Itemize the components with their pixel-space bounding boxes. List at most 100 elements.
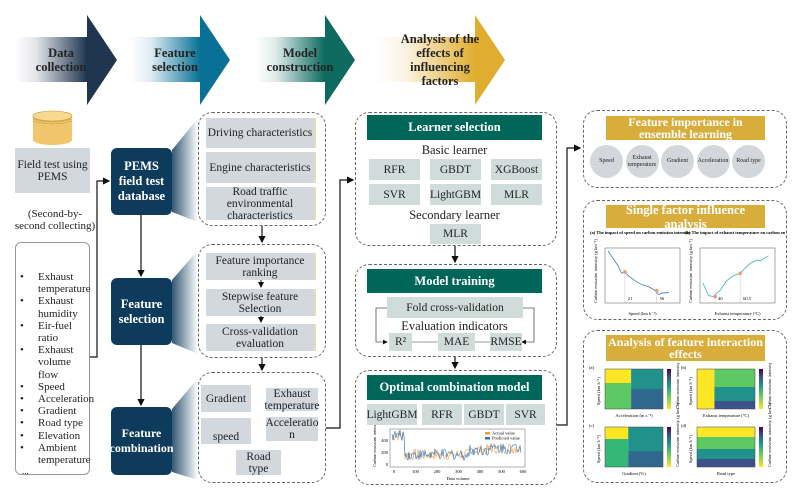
raw-feature-list: Exhaust temperatureExhaust humidityEir-f… xyxy=(15,242,94,476)
combo-feature: Gradient xyxy=(201,385,251,412)
raw-feature-item: Exhaust humidity xyxy=(16,295,89,319)
marker-point xyxy=(654,288,659,293)
stage-arrow-head xyxy=(325,15,355,105)
marker-label: 21 xyxy=(628,296,633,301)
factor-gradient: Gradient xyxy=(661,145,694,178)
x-axis-label: Road type xyxy=(717,471,735,476)
basic-learner-lightgbm: LightGBM xyxy=(430,184,481,205)
indicator-mae: MAE xyxy=(438,333,475,351)
stage-arrow: Model construction xyxy=(255,15,355,105)
heatmap-region xyxy=(605,427,629,439)
x-axis-label: Data volume xyxy=(446,476,469,481)
interaction-group xyxy=(583,330,787,483)
basic-learner-rfr: RFR xyxy=(369,159,420,180)
characteristic-item: Driving characteristics xyxy=(206,118,316,148)
optimal-model-rfr: RFR xyxy=(422,404,462,425)
heatmap-region xyxy=(605,383,632,409)
combination-group xyxy=(198,372,326,483)
basic-learner-xgboost: XGBoost xyxy=(491,159,542,180)
stage-arrow-body xyxy=(255,37,325,82)
marker-label: 60.5 xyxy=(743,296,752,301)
factor-exhaust-temperature: Exhaust temperature xyxy=(625,145,659,178)
heatmap-region xyxy=(697,437,755,449)
heatmap-region xyxy=(714,401,755,409)
plot-frame xyxy=(699,247,776,304)
colorbar xyxy=(759,427,763,467)
feature-combination-step: Feature combination xyxy=(110,407,174,475)
stage-arrow-head xyxy=(200,15,230,105)
marker-label: 56 xyxy=(660,296,665,301)
factor-label: Exhaust temperature xyxy=(627,155,657,168)
basic-learner-svr: SVR xyxy=(369,184,420,205)
importance-group xyxy=(583,110,787,188)
x-axis-label: Speed (km h⁻¹) xyxy=(629,311,657,316)
raw-feature-item: Speed xyxy=(16,381,89,393)
series-line xyxy=(391,429,522,462)
feature-selection-label: Feature selection xyxy=(118,296,165,326)
selection-step: Stepwise feature Selection xyxy=(206,289,316,316)
x-tick: 100 xyxy=(412,469,420,474)
heatmap-region xyxy=(628,427,663,451)
interaction-header: Analysis of feature interaction effects xyxy=(606,335,765,361)
basic-learner-gbdt: GBDT xyxy=(430,159,481,180)
factor-speed: Speed xyxy=(590,145,623,178)
feature-selection-step: Feature selection xyxy=(111,278,172,345)
x-tick: 600 xyxy=(520,469,528,474)
panel-tag: (b) xyxy=(681,365,687,370)
heatmap-region xyxy=(697,449,755,459)
stage-label: Feature selection xyxy=(152,46,198,74)
heatmap-region xyxy=(631,389,663,409)
database-cylinder-icon xyxy=(32,110,73,145)
panel-tag: (d) xyxy=(681,423,687,428)
heatmap-region xyxy=(631,369,663,389)
factor-label: Gradient xyxy=(667,158,688,165)
single-factor-plots: (a) The impact of speed on carbon emissi… xyxy=(590,230,785,316)
stage-arrow-body xyxy=(375,37,475,82)
y-axis-label: Carbon emission intensity (g km⁻¹) xyxy=(372,425,377,467)
learner-selection-header: Learner selection xyxy=(367,115,542,140)
model-training-group xyxy=(355,264,557,357)
raw-feature-item: Eir-fuel ratio xyxy=(16,320,89,344)
colorbar xyxy=(759,369,763,409)
legend-label: Actual value xyxy=(492,431,515,436)
stage-label: Analysis of the effects of influencing f… xyxy=(400,32,480,88)
interaction-heatmaps: (a)Carbon emission intensity (g km⁻¹)Acc… xyxy=(589,363,772,476)
x-tick: 0 xyxy=(393,469,396,474)
stage-arrow-head xyxy=(87,15,117,105)
plot-title: (b) The impact of exhaust temperature on… xyxy=(685,230,785,235)
optimal-model-header: Optimal combination model xyxy=(367,375,542,400)
selection-step: Cross-validation evaluation xyxy=(206,324,316,351)
funnel-1 xyxy=(172,118,198,222)
heatmap-frame xyxy=(696,368,756,410)
stage-arrow: Data collection xyxy=(15,15,117,105)
optimal-model-group xyxy=(355,370,557,485)
characteristic-item: Road traffic environmental characteristi… xyxy=(206,186,316,222)
stage-label: Data collection xyxy=(35,46,87,74)
factor-label: Acceleration xyxy=(697,158,729,165)
heatmap-region xyxy=(628,451,663,467)
y-axis-label: Carbon emission intensity (g km⁻¹) xyxy=(593,239,598,303)
heatmap-region xyxy=(605,439,629,467)
heatmap-frame xyxy=(604,368,664,410)
y-tick: 0 xyxy=(386,462,389,467)
stage-arrow-body xyxy=(130,37,200,82)
factor-road-type: Road type xyxy=(732,145,765,178)
secondary-learner-mlr: MLR xyxy=(430,224,481,244)
panel-tag: (a) xyxy=(589,365,594,370)
x-tick: 300 xyxy=(455,469,463,474)
combo-feature: speed xyxy=(201,418,251,444)
x-tick: 200 xyxy=(434,469,442,474)
stage-arrow-body xyxy=(15,37,87,82)
heatmap-frame xyxy=(696,426,756,468)
colorbar-label: Carbon emission intensity (g km⁻¹) xyxy=(767,403,772,467)
characteristic-item: Engine characteristics xyxy=(206,152,316,183)
collecting-note: (Second-by-second collecting) xyxy=(14,208,96,232)
panel-tag: (c) xyxy=(589,423,594,428)
legend-swatch xyxy=(485,437,490,440)
selection-step: Feature importance ranking xyxy=(206,253,316,280)
marker-point xyxy=(623,269,627,274)
indicator-r2: R² xyxy=(389,333,412,351)
x-axis-label: Gradient (%) xyxy=(622,471,646,476)
raw-feature-item: Gradient xyxy=(16,405,89,417)
